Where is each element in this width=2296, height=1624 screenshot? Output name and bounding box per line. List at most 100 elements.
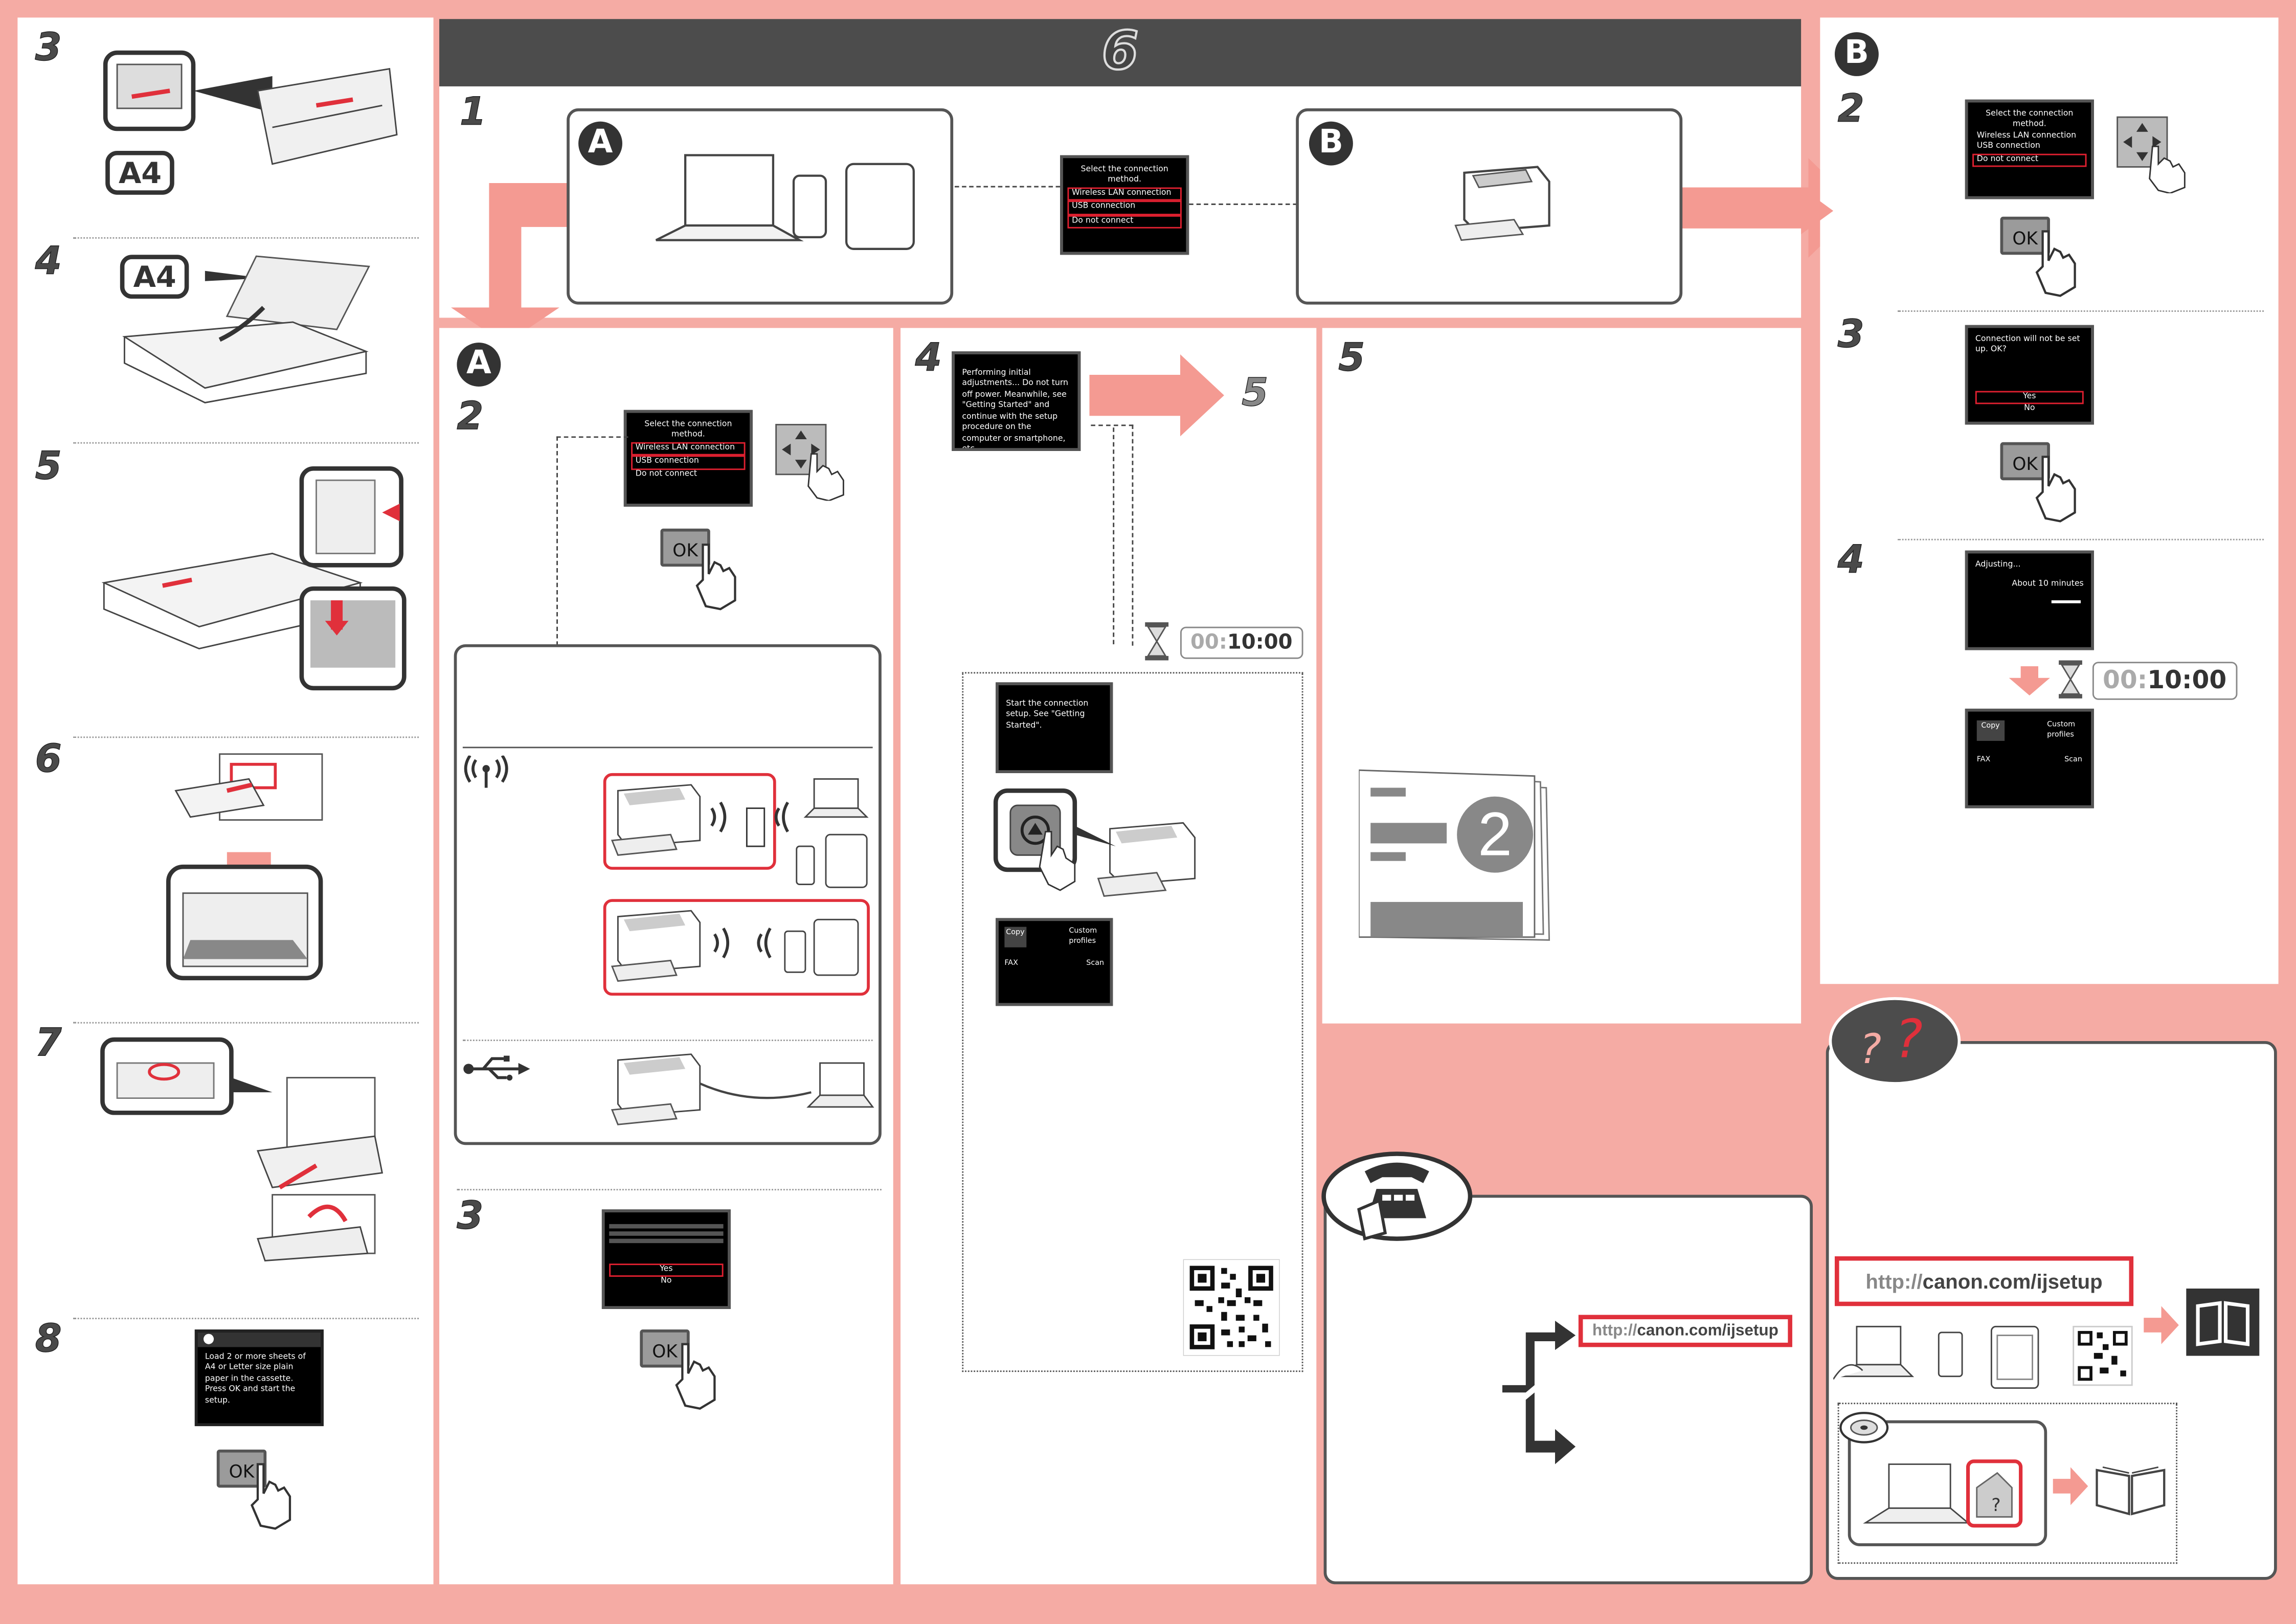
support-box bbox=[1323, 1194, 1813, 1585]
down-arrow bbox=[2009, 666, 2050, 696]
fax-phone-icon bbox=[1321, 1152, 1473, 1241]
progress-bar bbox=[2051, 600, 2081, 603]
home-fax: FAX bbox=[1004, 958, 1018, 967]
online-manual-icon bbox=[2186, 1288, 2260, 1356]
no-option: No bbox=[661, 1277, 672, 1287]
step-number: 3 bbox=[457, 1194, 484, 1239]
yes-option: Yes bbox=[1975, 391, 2084, 405]
step-number: 6 bbox=[35, 738, 62, 782]
timer-value: 10:00 bbox=[1227, 631, 1293, 655]
navigation-keys-icon bbox=[2117, 116, 2186, 193]
connection-method-screen: Select the connection method. Wireless L… bbox=[1965, 99, 2094, 199]
flow-arrows bbox=[451, 158, 1860, 344]
option-a-badge: A bbox=[457, 343, 501, 387]
connection-method-screen: Select the connection method. Wireless L… bbox=[1060, 155, 1189, 255]
home-custom: Custom profiles bbox=[1069, 927, 1097, 946]
menu-item-do-not-connect: Do not connect bbox=[1067, 215, 1182, 229]
step-number: 5 bbox=[1338, 336, 1365, 381]
step-number: 5 bbox=[35, 445, 62, 489]
url-prefix: http:// bbox=[1592, 1322, 1637, 1340]
svg-text:?: ? bbox=[1860, 1025, 1882, 1073]
printed-manual-icon bbox=[2096, 1466, 2166, 1516]
qr-code bbox=[1183, 1259, 1280, 1356]
setup-url-link[interactable]: http://canon.com/ijsetup bbox=[1578, 1315, 1792, 1347]
load-paper-illustration bbox=[122, 255, 370, 403]
confirm-screen: Connection will not be set up. OK? Yes N… bbox=[1965, 325, 2094, 425]
svg-text:?: ? bbox=[1895, 1008, 1923, 1070]
paper-cassette-illustration bbox=[103, 50, 398, 165]
menu-item-usb: USB connection bbox=[1067, 201, 1182, 215]
printer-screen: Load 2 or more sheets of A4 or Letter si… bbox=[194, 1329, 324, 1427]
home-custom: Custom profiles bbox=[2047, 720, 2076, 739]
printer-router-illustration bbox=[611, 778, 869, 888]
next-step-number: 5 bbox=[1242, 372, 1269, 416]
screen-message: Connection will not be set up. OK? bbox=[1975, 335, 2080, 355]
menu-item-do-not-connect: Do not connect bbox=[635, 469, 697, 479]
menu-item-wireless: Wireless LAN connection bbox=[1976, 131, 2077, 141]
output-tray-illustration bbox=[100, 1037, 384, 1261]
printer-usb-computer-illustration bbox=[611, 1053, 874, 1125]
router-connection-box bbox=[603, 773, 776, 870]
paper-guide-illustration bbox=[101, 466, 407, 691]
dotted-instructions-box bbox=[962, 672, 1303, 1372]
confirm-screen: Yes No bbox=[601, 1209, 731, 1309]
question-marks-icon: ? ? bbox=[1829, 997, 1961, 1085]
yes-option: Yes bbox=[609, 1264, 724, 1278]
usb-icon bbox=[463, 1055, 530, 1081]
menu-item-usb: USB connection bbox=[1976, 142, 2040, 151]
connection-method-screen: Select the connection method. Wireless L… bbox=[623, 410, 753, 507]
menu-item-do-not-connect: Do not connect bbox=[1972, 153, 2087, 167]
timer-display: 00:10:00 bbox=[2092, 662, 2237, 700]
timer-value: 10:00 bbox=[2147, 666, 2227, 696]
screen-message: Performing initial adjustments... Do not… bbox=[962, 369, 1069, 451]
screen-time: About 10 minutes bbox=[2012, 580, 2084, 590]
step-number: 3 bbox=[35, 26, 62, 71]
hand-icon bbox=[2035, 230, 2076, 297]
url-main: canon.com/ijsetup bbox=[1637, 1322, 1779, 1340]
next-step-arrow bbox=[1089, 354, 1224, 437]
arrow-to-manual bbox=[2144, 1306, 2179, 1344]
adjusting-screen: Adjusting... About 10 minutes bbox=[1965, 550, 2094, 650]
step-number: 2 bbox=[457, 395, 484, 440]
a4-label: A4 bbox=[120, 255, 190, 299]
step-number: 3 bbox=[1837, 313, 1864, 357]
hourglass-icon bbox=[2059, 660, 2082, 698]
disc-icon bbox=[1839, 1412, 1889, 1443]
timer-display: 00:10:00 bbox=[1180, 626, 1303, 659]
flow-arrow-to-b bbox=[1801, 187, 1834, 235]
home-scan: Scan bbox=[1086, 958, 1105, 967]
hand-icon bbox=[695, 544, 736, 611]
hand-icon bbox=[675, 1343, 716, 1410]
timer-prefix: 00: bbox=[1190, 631, 1227, 655]
screen-message: Load 2 or more sheets of A4 or Letter si… bbox=[205, 1352, 306, 1406]
printer-direct-illustration bbox=[611, 910, 859, 982]
menu-item-wireless: Wireless LAN connection bbox=[1067, 187, 1182, 201]
page-title: 6 bbox=[1101, 21, 1140, 83]
screen-title: Select the connection method. bbox=[644, 420, 732, 440]
step-number: 4 bbox=[35, 240, 62, 284]
screen-message: Start the connection setup. See "Getting… bbox=[1006, 700, 1089, 731]
hourglass-icon bbox=[1145, 622, 1169, 661]
getting-started-document-icon bbox=[1359, 769, 1550, 941]
devices-illustration bbox=[1833, 1325, 2133, 1389]
screen-title: Select the connection method. bbox=[1986, 109, 2074, 130]
direct-connection-box bbox=[603, 899, 870, 996]
step-number: 7 bbox=[35, 1022, 62, 1066]
option-b-badge: B bbox=[1834, 32, 1879, 76]
menu-item-wireless: Wireless LAN connection bbox=[631, 442, 746, 456]
home-screen: Copy Custom profiles FAX Scan bbox=[1965, 708, 2094, 808]
no-option: No bbox=[2024, 404, 2035, 414]
document-number: 2 bbox=[1457, 796, 1534, 873]
home-fax: FAX bbox=[1976, 755, 1991, 764]
url-prefix: http:// bbox=[1865, 1269, 1923, 1293]
computer-help-illustration: ? bbox=[1863, 1459, 2023, 1528]
wireless-icon bbox=[464, 755, 508, 788]
step-number: 8 bbox=[35, 1318, 62, 1362]
screen-title: Adjusting... bbox=[1975, 560, 2021, 570]
setup-url-link[interactable]: http://canon.com/ijsetup bbox=[1834, 1256, 2134, 1306]
home-copy: Copy bbox=[1976, 720, 2005, 740]
home-scan: Scan bbox=[2064, 755, 2082, 764]
a4-label: A4 bbox=[105, 150, 175, 195]
svg-text:?: ? bbox=[1991, 1495, 2000, 1516]
